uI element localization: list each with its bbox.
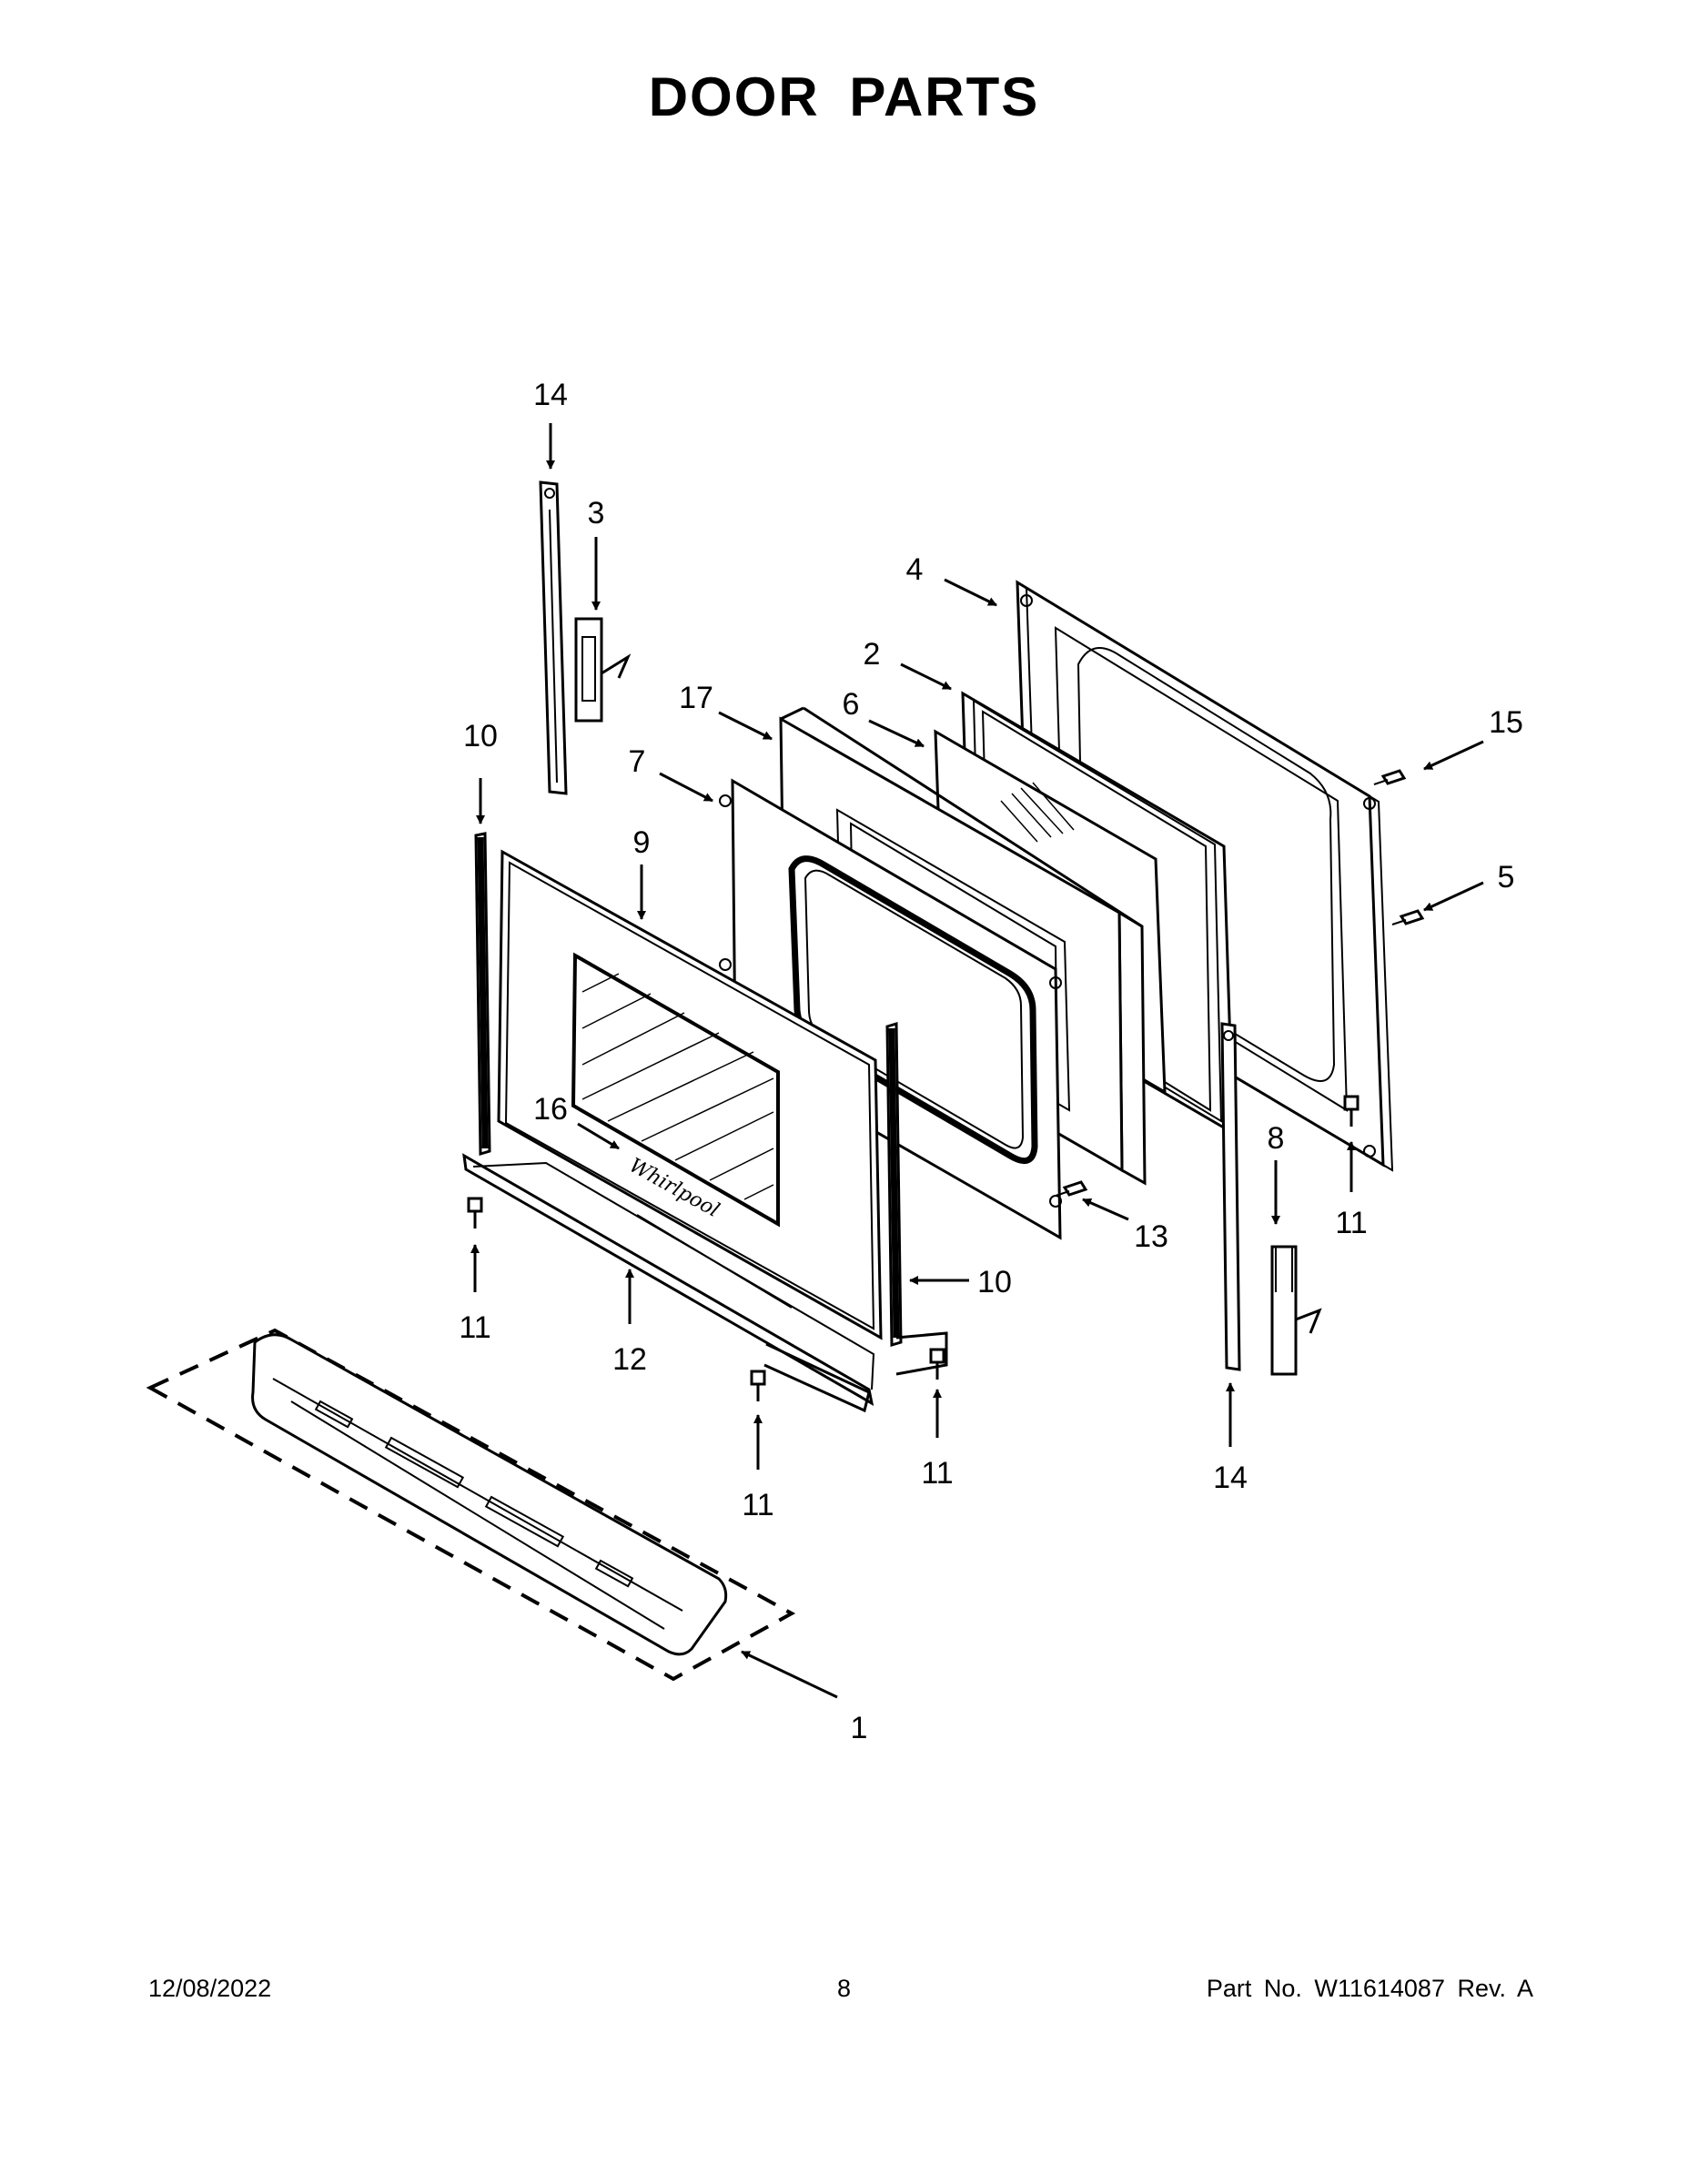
screw-icon: [1055, 1180, 1088, 1197]
callout-17: 17: [679, 681, 713, 715]
callout-3: 3: [588, 496, 605, 531]
part-14-right-hinge-arm: [1220, 1022, 1241, 1371]
callout-11-center: 11: [921, 1456, 953, 1491]
callout-4: 4: [906, 552, 924, 587]
part-10-right-side-trim: [885, 1021, 948, 1376]
part-1-door-handle: [146, 1328, 796, 1682]
callout-2: 2: [864, 637, 881, 672]
page-title: DOOR PARTS: [648, 66, 1040, 127]
callout-7: 7: [629, 744, 646, 779]
part-9-outer-door-panel: Whirlpool: [497, 849, 883, 1340]
callout-16: 16: [533, 1092, 568, 1127]
screw-icon: [1373, 769, 1407, 785]
callout-11-left: 11: [459, 1310, 490, 1345]
screw-icon: [1391, 909, 1425, 925]
callout-8: 8: [1268, 1121, 1285, 1156]
footer-page-number: 8: [836, 1975, 852, 2002]
callout-9: 9: [633, 825, 651, 860]
callout-11-bottom: 11: [742, 1488, 773, 1522]
callout-11-right: 11: [1335, 1206, 1367, 1240]
screw-icon: [467, 1197, 483, 1228]
footer-part-number: Part No. W11614087 Rev. A: [1206, 1975, 1533, 2002]
callout-13: 13: [1134, 1219, 1168, 1254]
callout-14-top: 14: [533, 378, 568, 412]
part-3-left-hinge: [574, 617, 632, 723]
callout-14-bottom: 14: [1213, 1461, 1248, 1495]
callout-5: 5: [1498, 860, 1515, 895]
callout-15: 15: [1489, 705, 1523, 740]
part-12-bottom-door-trim: [462, 1153, 875, 1413]
part-8-right-hinge: [1270, 1245, 1322, 1376]
part-14-left-hinge-arm: [539, 480, 568, 795]
footer-date: 12/08/2022: [148, 1975, 272, 2002]
callout-10-right: 10: [977, 1265, 1012, 1299]
callout-1: 1: [851, 1711, 868, 1745]
callout-6: 6: [843, 687, 860, 722]
screw-icon: [1343, 1095, 1359, 1127]
leader-lines: [470, 423, 1484, 1699]
callout-10-left: 10: [463, 719, 498, 753]
screw-icon: [750, 1370, 766, 1401]
callout-12: 12: [612, 1342, 647, 1377]
screw-icon: [929, 1348, 945, 1380]
part-10-left-side-trim: [474, 832, 491, 1157]
